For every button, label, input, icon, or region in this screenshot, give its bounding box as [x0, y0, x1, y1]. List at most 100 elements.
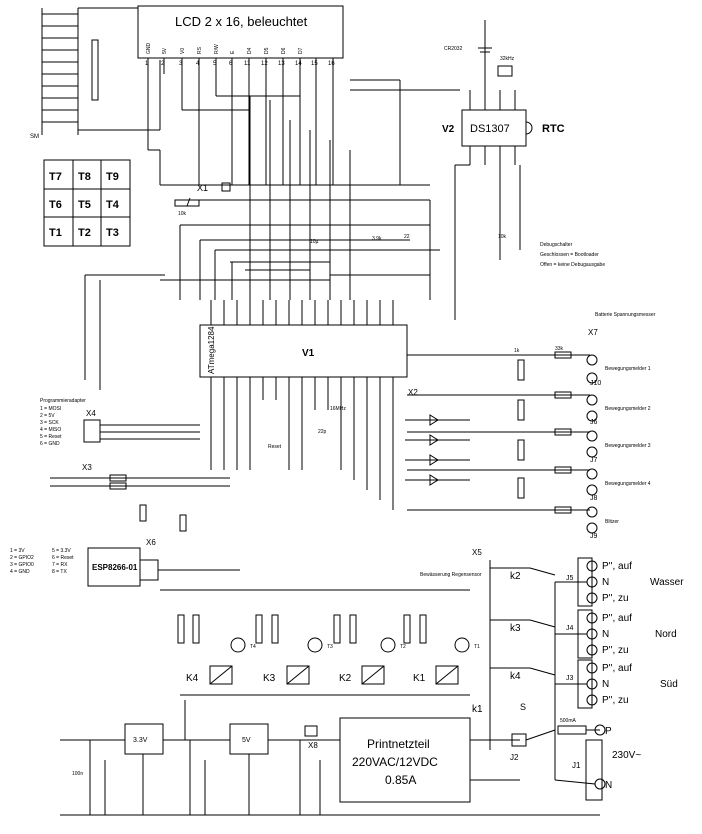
svg-text:8 = TX: 8 = TX — [52, 569, 67, 575]
svg-text:3 = SCK: 3 = SCK — [40, 420, 59, 426]
svg-text:Bewegungsmelder 3: Bewegungsmelder 3 — [605, 443, 651, 449]
sensor-inputs — [407, 351, 598, 534]
svg-text:GND: GND — [146, 43, 152, 55]
svg-text:Bewegungsmelder 4: Bewegungsmelder 4 — [605, 481, 651, 487]
svg-text:13: 13 — [278, 61, 285, 67]
svg-text:3 = GPIO0: 3 = GPIO0 — [10, 562, 34, 568]
led-array — [405, 414, 470, 486]
svg-text:6 = Reset: 6 = Reset — [52, 555, 74, 561]
relay-transistor-labels: T4 T3 T2 T1 — [250, 644, 480, 650]
battery-voltage-label: Batterie Spannungsmesser — [595, 312, 656, 318]
svg-text:K1: K1 — [413, 673, 426, 684]
svg-text:7 = RX: 7 = RX — [52, 562, 68, 568]
x4-label: X4 — [86, 409, 96, 418]
key-t7: T7 — [49, 171, 62, 183]
svg-text:2 = GPIO2: 2 = GPIO2 — [10, 555, 34, 561]
x7-label: X7 — [588, 328, 598, 337]
lcd-pin-numbers: 1 2 3 4 5 6 11 12 13 14 15 16 — [145, 61, 335, 67]
x8-label: X8 — [308, 741, 318, 750]
svg-text:5 = Reset: 5 = Reset — [40, 434, 62, 440]
svg-text:2: 2 — [161, 61, 165, 67]
reg-5v-label: 5V — [242, 737, 251, 744]
svg-text:3.9k: 3.9k — [372, 236, 382, 242]
switch-column — [41, 7, 161, 135]
svg-text:J7: J7 — [590, 457, 598, 464]
svg-text:N: N — [602, 629, 609, 640]
svg-text:T2: T2 — [400, 644, 406, 650]
svg-text:D7: D7 — [298, 47, 304, 54]
relay-output-nord: J4 P'', auf N P'', zu Nord — [566, 613, 677, 656]
prog-labels: Programmieradapter 1 = MOSI 2 = 5V 3 = S… — [40, 398, 86, 447]
reset-label: Reset — [268, 444, 282, 450]
svg-text:D4: D4 — [247, 47, 253, 54]
svg-text:k3: k3 — [510, 623, 521, 634]
keypad-labels: T7 T8 T9 T6 T5 T4 T1 T2 T3 — [49, 171, 120, 239]
bus-traces — [84, 79, 460, 390]
svg-text:D6: D6 — [281, 47, 287, 54]
key-t5: T5 — [78, 199, 91, 211]
svg-text:P'', auf: P'', auf — [602, 663, 632, 674]
relay-outputs — [489, 557, 598, 780]
svg-text:RS: RS — [197, 46, 203, 54]
svg-text:K3: K3 — [263, 673, 276, 684]
lcd-module — [137, 5, 344, 59]
svg-text:R/W: R/W — [214, 44, 220, 54]
rtc-ref: V2 — [442, 124, 455, 135]
svg-text:5V: 5V — [162, 47, 168, 54]
svg-text:10k: 10k — [498, 234, 507, 240]
svg-text:J9: J9 — [590, 533, 598, 540]
lcd-pin-labels: GND 5V V0 RS R/W E D4 D5 D6 D7 — [146, 43, 304, 55]
svg-text:P'', zu: P'', zu — [602, 645, 629, 656]
mains-n-label: N — [605, 780, 612, 791]
svg-text:T1: T1 — [474, 644, 480, 650]
svg-text:k1: k1 — [472, 704, 483, 715]
svg-text:33k: 33k — [555, 346, 564, 352]
svg-text:J6: J6 — [590, 419, 598, 426]
mcu-top-leads — [210, 300, 394, 510]
svg-text:10µ: 10µ — [310, 239, 319, 245]
esp-pin-labels: 1 = 3V 2 = GPIO2 3 = GPIO0 4 = GND 5 = 3… — [10, 548, 74, 575]
svg-text:K4: K4 — [186, 673, 199, 684]
svg-text:J5: J5 — [566, 575, 574, 582]
svg-text:4 = MISO: 4 = MISO — [40, 427, 61, 433]
sensor-labels: Bewegungsmelder 1 Bewegungsmelder 2 Bewe… — [605, 366, 651, 525]
rain-label: Bewässerung Regensensor — [420, 572, 482, 578]
power-section — [60, 700, 606, 816]
svg-text:N: N — [602, 679, 609, 690]
esp-header — [139, 559, 240, 581]
svg-text:P'', zu: P'', zu — [602, 593, 629, 604]
svg-text:2 = 5V: 2 = 5V — [40, 413, 55, 419]
rtc-notch — [525, 121, 533, 135]
prog-header — [83, 419, 200, 443]
svg-text:P'', auf: P'', auf — [602, 561, 632, 572]
svg-text:1 = 3V: 1 = 3V — [10, 548, 25, 554]
svg-text:11: 11 — [244, 61, 251, 67]
svg-text:1: 1 — [145, 61, 149, 67]
svg-text:V0: V0 — [180, 48, 186, 54]
svg-text:Programmieradapter: Programmieradapter — [40, 398, 86, 404]
mcu-name: ATmega1284 — [207, 326, 216, 374]
x3-label: X3 — [82, 463, 92, 472]
svg-text:Bewegungsmelder 2: Bewegungsmelder 2 — [605, 406, 651, 412]
mcu-ref: V1 — [302, 348, 315, 359]
keypad — [43, 159, 131, 247]
svg-text:Süd: Süd — [660, 679, 678, 690]
x5-label: X5 — [472, 548, 482, 557]
key-t9: T9 — [106, 171, 119, 183]
battery-label: CR2032 — [444, 46, 463, 52]
switch-s-label: S — [520, 702, 526, 712]
svg-text:1 = MOSI: 1 = MOSI — [40, 406, 61, 412]
svg-text:J8: J8 — [590, 495, 598, 502]
svg-text:P'', auf: P'', auf — [602, 613, 632, 624]
svg-text:6 = GND: 6 = GND — [40, 441, 60, 447]
key-t1: T1 — [49, 227, 62, 239]
j1-label: J1 — [572, 761, 581, 770]
svg-text:k2: k2 — [510, 571, 521, 582]
psu-label-1: Printnetzteil — [367, 737, 430, 751]
key-t2: T2 — [78, 227, 91, 239]
j2-label: J2 — [510, 753, 519, 762]
debug-title: Debugschalter — [540, 242, 573, 248]
sensor-conn-labels: J10 J6 J7 J8 J9 — [590, 380, 601, 540]
svg-text:16MHz: 16MHz — [330, 406, 346, 412]
